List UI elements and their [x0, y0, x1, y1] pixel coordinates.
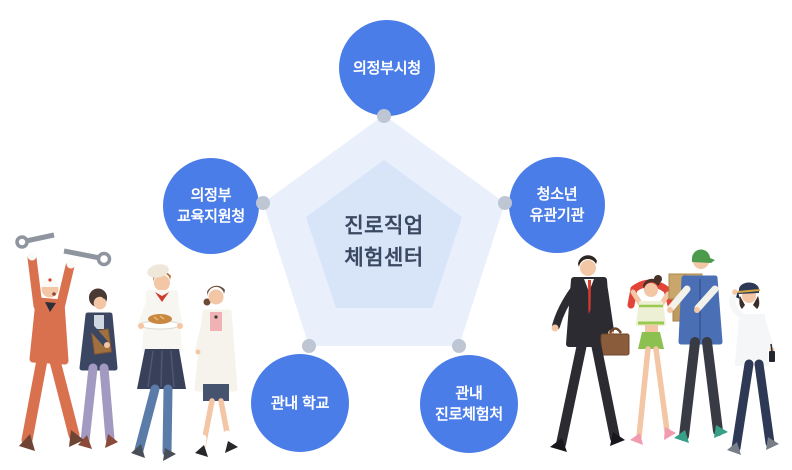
vertex-dot-left — [256, 196, 270, 210]
node-uijeongbu-city-hall: 의정부시청 — [339, 20, 435, 116]
vertex-dot-right — [498, 196, 512, 210]
illustration-businessman — [550, 255, 630, 452]
vertex-dot-bottom-left — [302, 339, 316, 353]
node-local-career-sites: 관내 진로체험처 — [420, 355, 518, 453]
node-uijeongbu-education-office: 의정부 교육지원청 — [163, 158, 259, 254]
vertex-dot-top — [377, 109, 391, 123]
node-youth-organizations: 청소년 유관기관 — [509, 157, 605, 253]
illustration-police-officer — [727, 282, 779, 455]
node-local-schools: 관내 학교 — [251, 354, 349, 452]
vertex-dot-bottom-right — [452, 339, 466, 353]
illustration-doctor — [194, 285, 238, 457]
illustration-left-group — [15, 232, 238, 461]
center-label: 진로직업 체험센터 — [344, 214, 424, 270]
illustration-delivery-worker — [667, 249, 728, 443]
illustration-office-worker — [78, 288, 118, 449]
illustration-right-group — [550, 249, 779, 455]
illustration-mechanic — [15, 232, 112, 451]
pentagon-inner — [306, 160, 462, 308]
illustration-chef — [131, 264, 186, 461]
illustration-athlete — [627, 275, 676, 445]
